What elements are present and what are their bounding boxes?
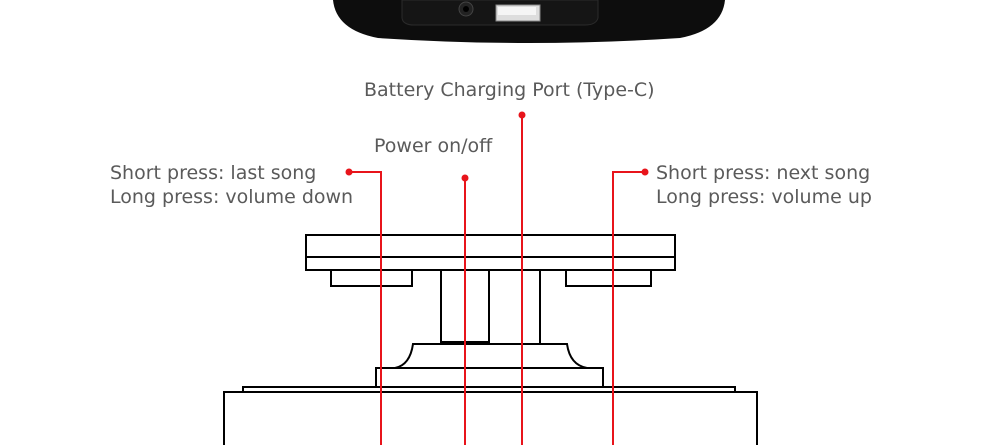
speaker-photo-bottom: [333, 0, 725, 43]
callout-lines: [349, 115, 645, 445]
speaker-line-drawing: [223, 234, 758, 445]
label-charging-port: Battery Charging Port (Type-C): [364, 79, 655, 101]
callout-dots: [345, 111, 649, 182]
label-left-short: Short press: last song: [110, 162, 317, 184]
label-power: Power on/off: [374, 135, 493, 157]
label-left-long: Long press: volume down: [110, 186, 354, 208]
label-right-long: Long press: volume up: [656, 186, 872, 208]
label-right-short: Short press: next song: [656, 162, 871, 184]
